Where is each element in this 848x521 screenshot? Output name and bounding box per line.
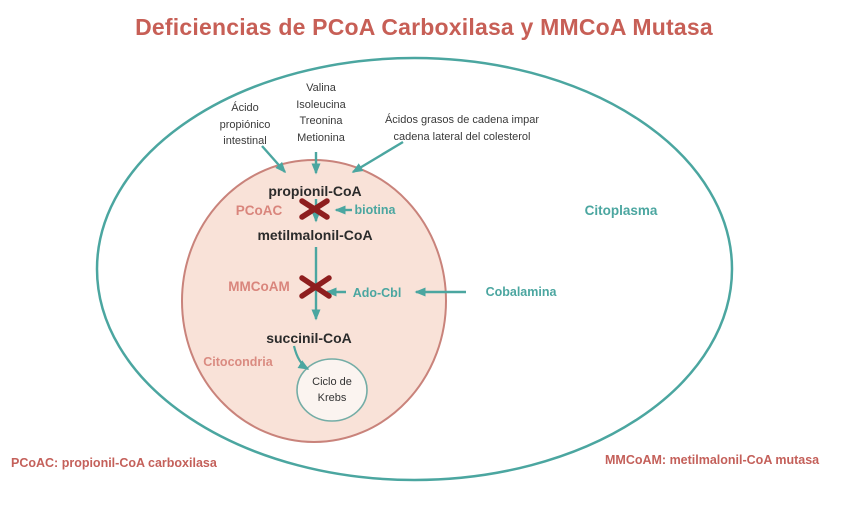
metabolite-succinyl-coa: succinil-CoA: [266, 330, 352, 346]
fatty-acids-label: Ácidos grasos de cadena impar cadena lat…: [384, 114, 540, 143]
arrow-fatty-acids-to-propionyl-icon: [351, 140, 404, 174]
cofactor-adocbl-label: Ado-Cbl: [352, 286, 402, 300]
propionic-acid-label: Ácido propiónico intestinal: [219, 102, 271, 147]
arrow-succinyl-to-krebs-icon: [292, 345, 310, 370]
mitochondria-circle: [181, 159, 447, 443]
amino-acids-label: Valina Isoleucina Treonina Metionina: [296, 82, 346, 144]
legend-pcoac-definition: PCoAC: propionil-CoA carboxilasa: [11, 456, 217, 470]
metabolite-propionyl-coa: propionil-CoA: [268, 183, 362, 199]
inhibition-x-icon: [299, 275, 332, 299]
mitochondria-label: Citocondria: [203, 355, 273, 369]
enzyme-mmcoam-label: MMCoAM: [228, 279, 290, 294]
cofactor-biotin-label: biotina: [354, 203, 396, 217]
metabolite-methylmalonyl-coa: metilmalonil-CoA: [257, 227, 373, 243]
legend-mmcoam-definition: MMCoAM: metilmalonil-CoA mutasa: [605, 453, 820, 467]
cytoplasm-label: Citoplasma: [584, 203, 658, 218]
krebs-cycle-circle: [296, 358, 368, 422]
page-title: Deficiencias de PCoA Carboxilasa y MMCoA…: [135, 14, 713, 40]
krebs-cycle-label: Ciclo de Krebs: [312, 376, 352, 404]
enzyme-pcoac-label: PCoAC: [235, 203, 283, 218]
inhibition-x-icon: [299, 198, 330, 220]
cofactor-cobalamin-label: Cobalamina: [485, 285, 557, 299]
cytoplasm-ellipse: [95, 56, 734, 482]
arrow-propionic-acid-to-propionyl-icon: [261, 145, 286, 174]
